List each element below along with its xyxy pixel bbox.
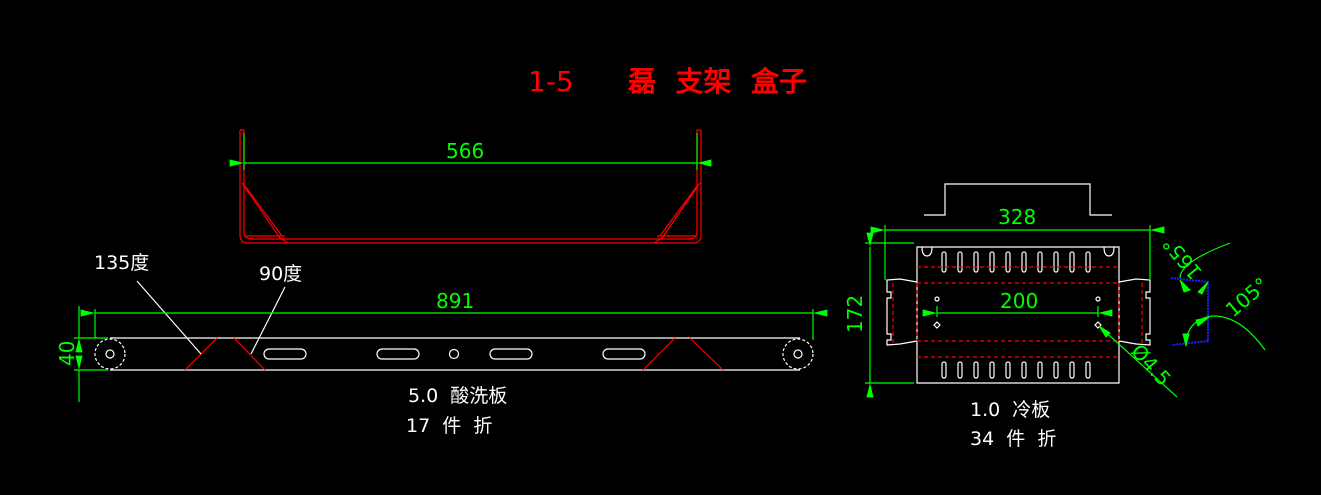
vent-slots — [941, 251, 1091, 379]
vent-slot — [1085, 251, 1091, 273]
vent-slot — [989, 361, 995, 379]
bracket-flat-pattern: 135度 90度 891 40 5.0 酸洗板 17 件 折 — [55, 252, 828, 437]
hole-diameter-label: Ø4.5 — [1126, 339, 1176, 390]
corner-notch — [1103, 246, 1115, 257]
mount-hole — [933, 321, 941, 329]
round-hole — [448, 348, 460, 360]
bend-line — [233, 337, 266, 371]
quantity-note: 17 件 折 — [406, 415, 492, 437]
title-name: 磊 支架 盒子 — [627, 65, 807, 98]
vent-slot — [973, 361, 979, 379]
tray-top-view: 566 — [229, 129, 712, 244]
box-side-profile — [924, 183, 1112, 216]
angle-arc-165 — [1179, 242, 1231, 279]
title-number: 1-5 — [528, 65, 574, 98]
vent-slot — [1037, 361, 1043, 379]
vent-slot — [1069, 251, 1075, 273]
dim-text-40: 40 — [55, 341, 79, 366]
mount-hole — [1095, 296, 1101, 302]
tray-left-gusset — [241, 182, 289, 244]
box-left-flap — [886, 278, 918, 346]
tray-inner-outline — [243, 130, 698, 240]
slot-hole — [376, 348, 420, 360]
box-flat-pattern: 200 328 172 Ø4.5 165° 105° 1.0 冷板 34 件 折 — [843, 183, 1273, 450]
vent-slot — [1021, 361, 1027, 379]
box-side-bend-profile — [1170, 277, 1209, 346]
vent-slot — [1085, 361, 1091, 379]
right-end-hole-pattern — [782, 338, 814, 370]
dim-text-200: 200 — [1000, 289, 1038, 313]
left-end-hole-pattern — [94, 338, 126, 370]
vent-slot — [1005, 251, 1011, 273]
slot-hole — [602, 348, 646, 360]
angle-label-105: 105° — [1221, 272, 1273, 321]
leader-hole-diameter — [1098, 325, 1178, 398]
leader-135 — [136, 280, 202, 355]
slot-hole — [489, 348, 533, 360]
leader-90 — [250, 286, 286, 355]
bend-line — [689, 337, 724, 371]
vent-slot — [1053, 251, 1059, 273]
dim-text-172: 172 — [843, 295, 867, 333]
vent-slot — [1069, 361, 1075, 379]
box-body-outline — [916, 246, 1120, 384]
angle-arc-105 — [1185, 315, 1266, 351]
vent-slot — [957, 251, 963, 273]
dim-text-891: 891 — [436, 289, 474, 313]
mount-hole — [934, 296, 940, 302]
bend-line — [642, 337, 676, 371]
vent-slot — [1037, 251, 1043, 273]
mount-hole — [1094, 321, 1102, 329]
tray-right-gusset — [653, 182, 701, 244]
angle-label-135: 135度 — [94, 252, 149, 274]
vent-slot — [957, 361, 963, 379]
vent-slot — [973, 251, 979, 273]
material-note: 5.0 酸洗板 — [408, 385, 507, 407]
vent-slot — [1005, 361, 1011, 379]
drawing-title: 1-5 磊 支架 盒子 — [528, 65, 807, 98]
quantity-note: 34 件 折 — [970, 428, 1056, 450]
vent-slot — [941, 361, 947, 379]
vent-slot — [989, 251, 995, 273]
corner-notch — [921, 246, 933, 257]
vent-slot — [1021, 251, 1027, 273]
vent-slot — [1053, 361, 1059, 379]
tray-outer-outline — [239, 130, 702, 244]
dim-text-566: 566 — [446, 139, 484, 163]
slot-hole — [263, 348, 307, 360]
angle-label-165: 165° — [1157, 232, 1206, 284]
material-note: 1.0 冷板 — [970, 399, 1050, 421]
vent-slot — [941, 251, 947, 273]
angle-label-90: 90度 — [259, 263, 302, 285]
box-right-flap — [1118, 278, 1151, 346]
dim-text-328: 328 — [998, 205, 1036, 229]
